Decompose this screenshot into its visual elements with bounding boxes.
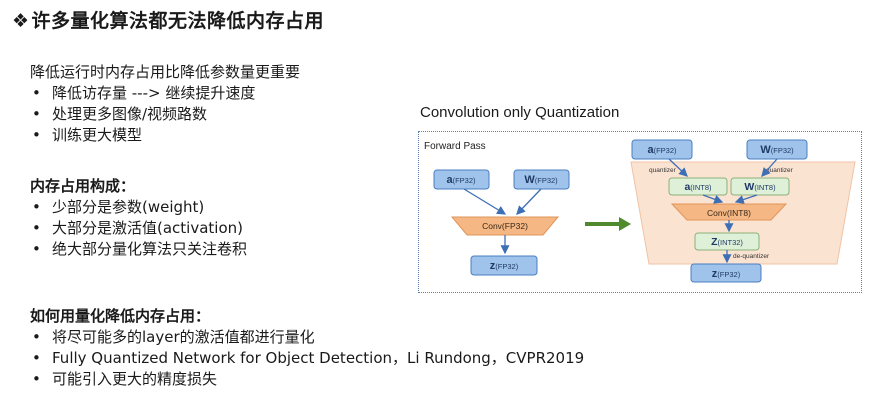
box-a-fp32 — [433, 169, 490, 190]
svg-text:W(FP32): W(FP32) — [760, 144, 794, 156]
list-item: Fully Quantized Network for Object Detec… — [30, 348, 584, 369]
diagram-canvas: Forward Pass a(FP32) W(FP32) Conv(FP32) … — [424, 139, 856, 283]
svg-text:z(FP32): z(FP32) — [712, 268, 741, 280]
section-heading: 降低运行时内存占用比降低参数量更重要 — [30, 63, 301, 81]
list-item: 处理更多图像/视频路数 — [30, 104, 300, 125]
quantization-diagram: Forward Pass a(FP32) W(FP32) Conv(FP32) … — [418, 131, 862, 293]
bullet-list: 降低访存量 ---> 继续提升速度 处理更多图像/视频路数 训练更大模型 — [30, 83, 300, 146]
svg-text:a(INT8): a(INT8) — [684, 181, 712, 193]
section-heading: 如何用量化降低内存占用： — [30, 307, 211, 325]
svg-text:W(INT8): W(INT8) — [744, 181, 776, 193]
svg-text:Conv(INT8): Conv(INT8) — [707, 208, 751, 218]
list-item: 大部分是激活值(activation) — [30, 218, 247, 239]
section-how-to-reduce: 如何用量化降低内存占用： 将尽可能多的layer的激活值都进行量化 Fully … — [30, 306, 584, 390]
section-heading: 内存占用构成： — [30, 177, 136, 195]
svg-text:de-quantizer: de-quantizer — [733, 253, 770, 260]
list-item: 绝大部分量化算法只关注卷积 — [30, 239, 247, 260]
svg-text:a(FP32): a(FP32) — [446, 174, 476, 186]
svg-text:W(FP32): W(FP32) — [524, 174, 558, 186]
conv-fp32-block — [450, 216, 560, 236]
box-z-fp32 — [470, 255, 538, 276]
list-item: 将尽可能多的layer的激活值都进行量化 — [30, 327, 584, 348]
list-item: 可能引入更大的精度损失 — [30, 369, 584, 390]
forward-pass-label: Forward Pass — [424, 141, 486, 152]
box-z-fp32-q — [690, 263, 762, 283]
bullet-list: 少部分是参数(weight) 大部分是激活值(activation) 绝大部分量… — [30, 197, 247, 260]
svg-text:z(FP32): z(FP32) — [490, 260, 519, 272]
section-memory-importance: 降低运行时内存占用比降低参数量更重要 降低访存量 ---> 继续提升速度 处理更… — [30, 62, 300, 146]
box-w-fp32 — [513, 169, 570, 190]
svg-text:quantizer: quantizer — [766, 167, 794, 174]
section-memory-composition: 内存占用构成： 少部分是参数(weight) 大部分是激活值(activatio… — [30, 176, 247, 260]
box-w-int8 — [730, 177, 790, 196]
slide-title: ❖许多量化算法都无法降低内存占用 — [12, 10, 325, 32]
list-item: 降低访存量 ---> 继续提升速度 — [30, 83, 300, 104]
list-item: 少部分是参数(weight) — [30, 197, 247, 218]
svg-text:a(FP32): a(FP32) — [647, 144, 677, 156]
svg-text:Conv(FP32): Conv(FP32) — [482, 221, 528, 231]
box-a-fp32-q — [631, 139, 693, 160]
box-a-int8 — [668, 177, 728, 196]
svg-text:quantizer: quantizer — [649, 167, 677, 174]
conv-int8-block — [670, 203, 788, 221]
diamond-bullet-icon: ❖ — [12, 10, 30, 32]
bullet-list: 将尽可能多的layer的激活值都进行量化 Fully Quantized Net… — [30, 327, 584, 390]
svg-text:Z(INT32): Z(INT32) — [711, 236, 743, 248]
figure-title: Convolution only Quantization — [420, 104, 620, 121]
list-item: 训练更大模型 — [30, 125, 300, 146]
